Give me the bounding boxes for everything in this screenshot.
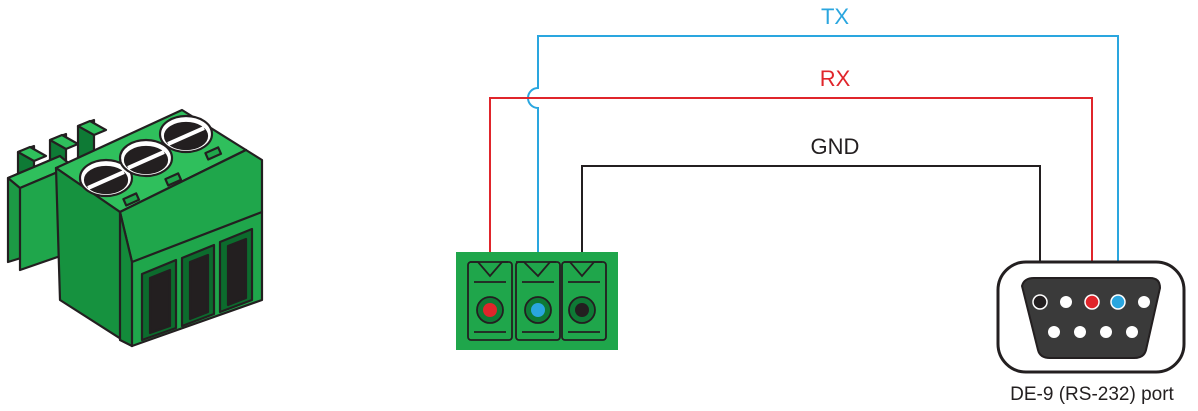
de9-pin — [1074, 326, 1086, 338]
tx-wire — [527, 35, 1119, 306]
tx-terminal-dot — [531, 303, 545, 317]
de9-pin — [1048, 326, 1060, 338]
de9-pin — [1100, 326, 1112, 338]
gnd-wire — [581, 165, 1041, 306]
de9-pin-5-gnd — [1032, 294, 1048, 310]
de9-port — [996, 260, 1186, 374]
de9-pin — [1138, 296, 1150, 308]
gnd-terminal-dot — [575, 303, 589, 317]
de9-pin-rx — [1084, 294, 1100, 310]
port-caption: DE-9 (RS-232) port — [1010, 384, 1174, 405]
de9-pin — [1060, 296, 1072, 308]
wires — [489, 35, 1119, 308]
de9-pin-tx — [1110, 294, 1126, 310]
tx-label: TX — [821, 4, 849, 29]
rx-label: RX — [820, 66, 851, 91]
de9-pin — [1126, 326, 1138, 338]
gnd-label: GND — [811, 134, 860, 159]
rx-wire — [489, 97, 1093, 308]
rx-terminal-dot — [483, 303, 497, 317]
terminal-block-front — [456, 252, 618, 350]
terminal-block-illustration — [6, 108, 264, 348]
